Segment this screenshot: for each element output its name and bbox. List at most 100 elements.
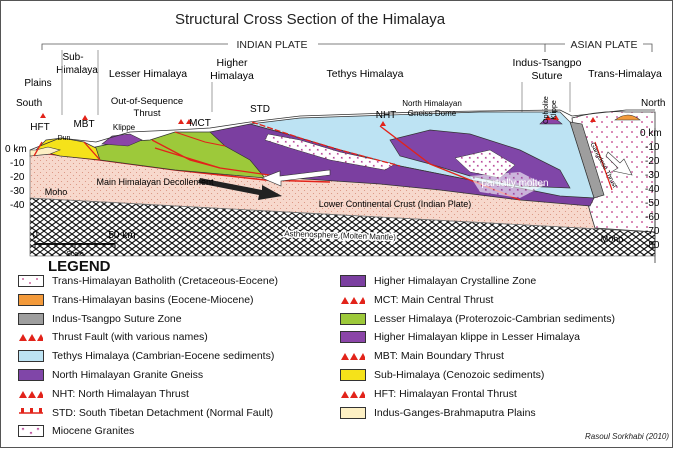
label-partial: partially molten [481,178,548,189]
legend-item-label: MCT: Main Central Thrust [374,293,494,306]
legend-item: Miocene Granites [18,423,134,439]
zone-higher-1: Higher [217,57,248,69]
suture-arrow [605,151,633,176]
asian-plate-bracket [545,43,653,52]
svg-text:-50: -50 [645,198,660,209]
legend-item: MCT: Main Central Thrust [340,292,493,308]
label-lower-crust: Lower Continental Crust (Indian Plate) [319,199,472,209]
zone-plains: Plains [24,78,51,89]
legend-item: NHT: North Himalayan Thrust [18,386,189,402]
thrust-symbol-icon [341,296,365,304]
svg-text:-10: -10 [10,158,25,169]
fault-markers [40,113,596,126]
zone-higher-2: Himalaya [210,70,254,82]
legend-item-label: HFT: Himalayan Frontal Thrust [374,387,517,400]
decollement-arrow [198,178,282,200]
figure-title: Structural Cross Section of the Himalaya [175,11,446,28]
svg-text:-30: -30 [645,170,660,181]
label-std: STD [250,104,270,115]
fault-mct [154,147,291,179]
thrust-symbol-icon [341,390,365,398]
zone-sub-himalaya-2: Himalaya [56,65,98,76]
label-gneiss-dome-2: Gneiss Dome [408,109,457,118]
right-depth-axis: 0 km -10 -20 -30 -40 -50 -60 -70 -80 [640,128,662,251]
svg-text:-70: -70 [645,226,660,237]
plains-sediments [29,146,61,157]
legend-swatch-icon [340,406,366,419]
scale-bar: 0 50 km Scale [32,230,135,258]
legend-item: Thrust Fault (with various names) [18,329,208,345]
legend-swatch-icon [18,312,44,325]
legend-item-label: Higher Himalayan Crystalline Zone [374,275,537,287]
fault-hft [33,141,43,157]
legend-item-label: Indus-Ganges-Brahmaputra Plains [374,406,536,419]
zone-suture-1: Indus-Tsangpo [513,57,582,69]
legend-item: Higher Himalayan klippe in Lesser Himala… [340,329,580,345]
legend-item-label: Indus-Tsangpo Suture Zone [52,312,182,325]
label-oos-1: Out-of-Sequence [111,96,183,107]
zone-lesser: Lesser Himalaya [109,68,187,80]
credit: Rasoul Sorkhabi (2010) [585,432,670,441]
legend-item: Indus-Tsangpo Suture Zone [18,311,182,327]
backflow-arrow [261,169,331,187]
zone-trans: Trans-Himalaya [588,68,662,80]
legend-item: STD: South Tibetan Detachment (Normal Fa… [18,405,273,421]
svg-text:-80: -80 [645,240,660,251]
legend-item-label: Trans-Himalayan Batholith (Cretaceous-Eo… [52,275,279,287]
legend-item: Lesser Himalaya (Proterozoic-Cambrian se… [340,311,615,327]
svg-text:-60: -60 [645,212,660,223]
topography-line [29,109,655,151]
legend-swatch-icon [18,369,44,381]
legend-item: Tethys Himalaya (Cambrian-Eocene sedimen… [18,348,274,364]
label-moho-left: Moho [45,187,68,197]
fault-gangdese [594,141,613,191]
legend-swatch-icon [340,331,366,344]
svg-text:0: 0 [32,230,38,241]
legend-swatch-icon [340,275,366,287]
label-mbt: MBT [73,119,94,130]
label-ophiolite-1: Ophiolite [543,96,550,124]
svg-text:-20: -20 [645,156,660,167]
svg-text:0 km: 0 km [640,128,662,139]
legend-item-label: Sub-Himalaya (Cenozoic sediments) [374,369,545,381]
legend-item: Trans-Himalayan Batholith (Cretaceous-Eo… [18,273,278,289]
direction-south: South [16,98,42,109]
fault-mct-upper [174,131,226,147]
label-dun: Dun [58,135,71,142]
legend-item: MBT: Main Boundary Thrust [340,348,504,364]
legend-item-label: NHT: North Himalayan Thrust [52,387,189,400]
label-mct: MCT [189,118,211,129]
left-depth-axis: 0 km -10 -20 -30 -40 [5,144,27,211]
legend-swatch-icon [340,312,366,325]
cross-section: Structural Cross Section of the Himalaya… [5,11,665,263]
legend-item: Trans-Himalayan basins (Eocene-Miocene) [18,292,254,308]
sub-himalaya [35,137,101,161]
label-nht: NHT [376,110,397,121]
label-gneiss-dome-1: North Himalayan [402,99,462,108]
fault-mbt [83,141,101,161]
label-mhd: Main Himalayan Decollement [96,177,214,187]
normal-fault-symbol-icon [19,407,43,414]
legend-item-label: MBT: Main Boundary Thrust [374,350,504,363]
svg-text:50 km: 50 km [108,230,135,241]
legend-item-label: Thrust Fault (with various names) [52,331,208,344]
label-oos-2: Thrust [134,108,161,119]
miocene-granite-dome [454,149,516,179]
zone-tethys: Tethys Himalaya [326,68,403,80]
legend-swatch-icon [340,369,366,381]
label-ophiolite-2: Klippe [551,100,558,120]
thrust-symbol-icon [19,334,43,342]
svg-text:-10: -10 [645,142,660,153]
zone-sub-himalaya-1: Sub- [62,52,83,63]
indian-plate-label: INDIAN PLATE [237,39,308,51]
legend-swatch-icon [18,350,44,363]
label-hft: HFT [30,122,49,133]
fault-std [251,121,401,167]
direction-north: North [641,98,665,109]
svg-text:-20: -20 [10,172,25,183]
moho-line [29,197,656,233]
thrust-symbol-icon [341,353,365,361]
legend-item: HFT: Himalayan Frontal Thrust [340,386,517,402]
zone-separators [61,50,571,115]
